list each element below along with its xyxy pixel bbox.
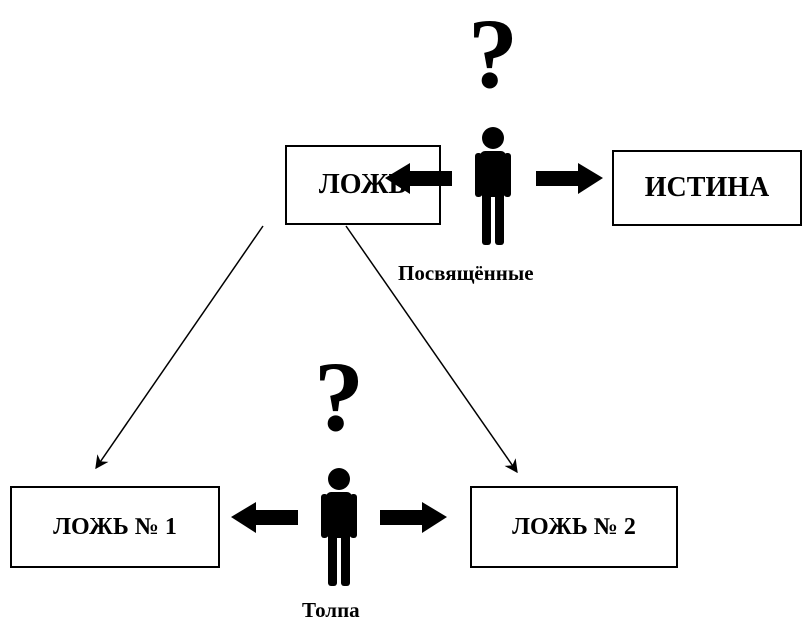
lie-2-box: ЛОЖЬ № 2	[470, 486, 678, 568]
lie-1-label: ЛОЖЬ № 1	[53, 513, 177, 540]
crowd-label: Толпа	[302, 598, 360, 622]
truth-label: ИСТИНА	[644, 172, 770, 203]
connector-line-right	[345, 225, 518, 474]
top-lie-label: ЛОЖЬ	[318, 169, 408, 200]
question-mark-icon-top: ?	[468, 0, 518, 109]
question-mark-icon-bottom: ?	[314, 341, 364, 452]
lie-1-box: ЛОЖЬ № 1	[10, 486, 220, 568]
truth-box: ИСТИНА	[612, 150, 802, 226]
connector-line-left	[95, 225, 264, 470]
lie-2-label: ЛОЖЬ № 2	[512, 513, 636, 540]
initiates-label: Посвящённые	[398, 261, 534, 285]
top-lie-box: ЛОЖЬ	[285, 145, 441, 225]
